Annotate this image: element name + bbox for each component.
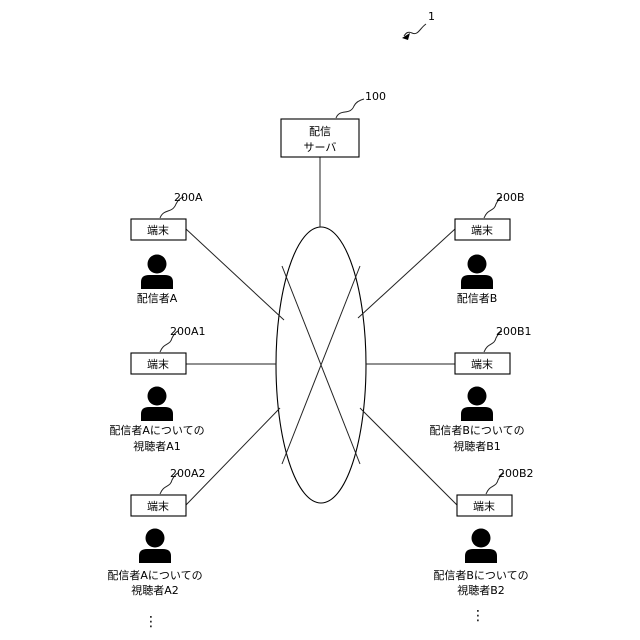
continuation-ellipsis-right: ⋮ <box>471 608 485 624</box>
person-label-line1: 配信者Aについての <box>109 424 204 437</box>
terminal-ref-label: 200B <box>496 191 525 204</box>
terminal-box-label: 端末 <box>147 357 169 371</box>
terminal-box-label: 端末 <box>471 223 493 237</box>
person-label-line2: 視聴者B2 <box>457 583 505 597</box>
person-label-line1: 配信者B <box>457 292 498 305</box>
continuation-ellipsis-left: ⋮ <box>144 614 158 630</box>
terminal-200a2: 端末 200A2 配信者Aについての 視聴者A2 <box>107 467 205 597</box>
person-icon <box>139 529 171 564</box>
terminal-ref-label: 200B1 <box>496 325 532 338</box>
terminal-ref-label: 200A <box>174 191 203 204</box>
server-label-line1: 配信 <box>309 125 331 138</box>
person-label-line1: 配信者A <box>137 292 178 305</box>
person-label-line1: 配信者Bについての <box>429 424 524 437</box>
terminal-200a: 端末 200A 配信者A <box>131 191 203 305</box>
person-label-line2: 視聴者B1 <box>453 439 501 453</box>
person-label-line2: 視聴者A1 <box>133 439 181 453</box>
person-icon <box>465 529 497 564</box>
distribution-server: 配信 サーバ 100 <box>281 90 386 157</box>
person-label-line1: 配信者Bについての <box>433 569 528 582</box>
system-ref-label: 1 <box>428 10 435 23</box>
terminal-box-label: 端末 <box>147 499 169 513</box>
connections <box>186 157 457 505</box>
person-label-line1: 配信者Aについての <box>107 569 202 582</box>
server-ref-label: 100 <box>365 90 386 103</box>
connection-a2 <box>186 408 280 505</box>
network <box>276 227 366 503</box>
server-ref-leader <box>336 99 364 118</box>
person-icon <box>141 255 173 290</box>
terminal-ref-label: 200A2 <box>170 467 206 480</box>
terminal-200b1: 端末 200B1 配信者Bについての 視聴者B1 <box>429 325 531 453</box>
system-ref-leader <box>404 24 426 36</box>
terminal-200a1: 端末 200A1 配信者Aについての 視聴者A1 <box>109 325 205 453</box>
person-icon <box>141 387 173 422</box>
person-icon <box>461 387 493 422</box>
terminal-200b2: 端末 200B2 配信者Bについての 視聴者B2 <box>433 467 533 597</box>
terminal-box-label: 端末 <box>147 223 169 237</box>
connection-a <box>186 229 284 320</box>
terminal-ref-label: 200A1 <box>170 325 206 338</box>
terminal-ref-label: 200B2 <box>498 467 534 480</box>
terminal-box-label: 端末 <box>471 357 493 371</box>
terminal-box-label: 端末 <box>473 499 495 513</box>
terminal-200b: 端末 200B 配信者B <box>455 191 525 305</box>
connection-b2 <box>360 408 457 505</box>
person-label-line2: 視聴者A2 <box>131 583 179 597</box>
connection-b <box>358 229 455 318</box>
server-label-line2: サーバ <box>304 141 337 154</box>
person-icon <box>461 255 493 290</box>
